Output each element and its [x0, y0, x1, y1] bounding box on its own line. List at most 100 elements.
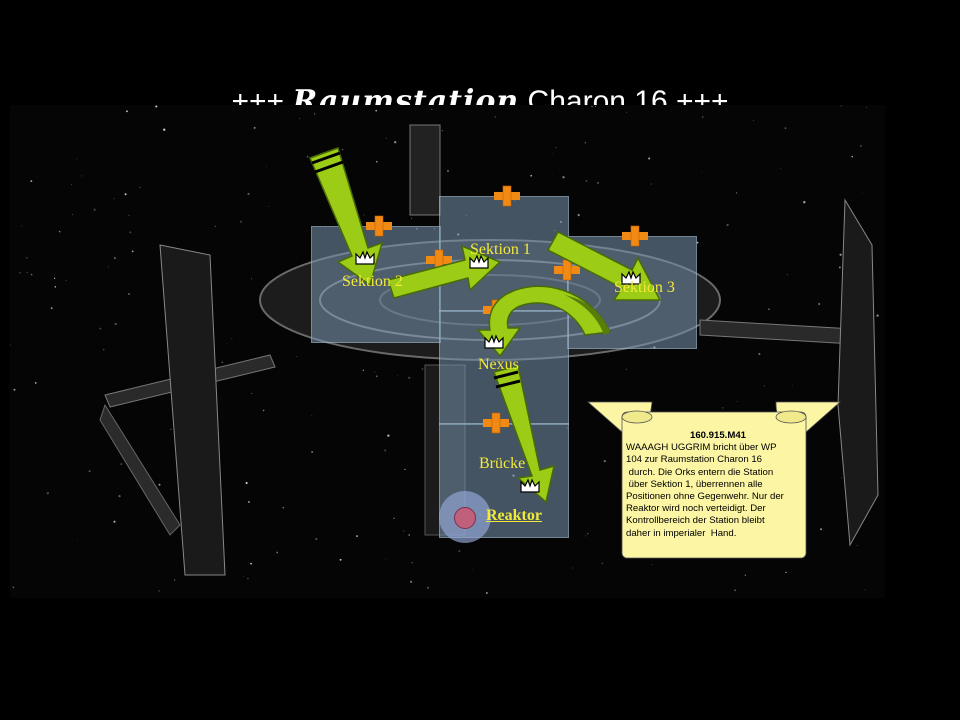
star: [296, 356, 298, 357]
star: [339, 558, 342, 561]
imperial-marker-icon: [365, 215, 393, 237]
star: [262, 409, 265, 412]
star: [866, 107, 867, 108]
star: [597, 182, 599, 184]
star: [562, 176, 565, 179]
star: [93, 208, 96, 211]
star: [265, 165, 267, 167]
star: [71, 184, 73, 185]
star: [71, 213, 73, 215]
star: [282, 506, 285, 509]
star: [139, 186, 141, 189]
star: [591, 105, 593, 108]
star: [226, 342, 228, 344]
star: [394, 141, 397, 144]
star: [163, 128, 166, 131]
label-sektion-2: Sektion 2: [342, 273, 403, 290]
star: [58, 230, 61, 233]
report-line: 104 zur Raumstation Charon 16: [626, 454, 762, 466]
star: [128, 214, 130, 217]
star: [127, 292, 131, 296]
star: [458, 549, 461, 553]
star: [726, 223, 729, 227]
star: [408, 534, 411, 536]
report-date: 160.915.M41: [689, 430, 746, 441]
star: [555, 146, 557, 149]
star: [81, 175, 82, 177]
star: [446, 169, 450, 172]
star: [21, 225, 23, 227]
star: [19, 271, 22, 274]
ork-attack-arrow: [493, 365, 556, 504]
star: [530, 174, 533, 177]
star: [841, 477, 842, 479]
star: [341, 148, 344, 151]
star: [839, 253, 842, 256]
star: [384, 449, 387, 452]
star: [393, 517, 395, 520]
imperial-marker-icon: [493, 185, 521, 207]
star: [768, 308, 770, 310]
star: [174, 579, 176, 581]
star: [25, 256, 28, 259]
report-line: Kontrollbereich der Station bleibt: [626, 515, 765, 527]
star: [118, 494, 121, 498]
star: [411, 561, 414, 564]
star: [362, 369, 364, 371]
star: [385, 558, 387, 560]
star: [421, 368, 424, 370]
star: [214, 225, 216, 228]
star: [784, 127, 787, 130]
report-line: über Sektion 1, überrennen alle: [626, 478, 763, 490]
imperial-marker-icon: [621, 225, 649, 247]
star: [626, 368, 627, 370]
star: [577, 213, 580, 217]
star: [585, 180, 588, 182]
star: [441, 130, 443, 132]
star: [859, 144, 862, 147]
reactor-core-icon: [454, 507, 476, 529]
star: [54, 286, 57, 288]
star: [145, 399, 147, 401]
star: [411, 217, 413, 219]
star: [758, 352, 761, 356]
star: [551, 174, 553, 176]
star: [494, 116, 496, 118]
star: [245, 481, 248, 485]
star: [113, 198, 115, 200]
report-line: daher in imperialer Hand.: [626, 527, 737, 539]
star: [584, 142, 587, 144]
star: [250, 562, 252, 565]
star: [721, 407, 724, 409]
star: [763, 385, 766, 387]
star: [701, 116, 704, 118]
star: [626, 111, 627, 113]
reaktor-link[interactable]: Reaktor: [486, 507, 542, 524]
star: [426, 586, 430, 589]
star: [77, 539, 78, 540]
star: [696, 241, 699, 244]
star: [251, 393, 253, 395]
star: [584, 535, 586, 537]
star: [243, 576, 244, 577]
star: [785, 571, 787, 574]
star: [158, 590, 160, 592]
star: [276, 551, 279, 554]
label-sektion-1: Sektion 1: [470, 241, 531, 258]
star: [46, 492, 49, 495]
star: [306, 155, 309, 158]
star: [840, 105, 842, 107]
star: [595, 105, 596, 107]
star: [231, 338, 233, 340]
star: [431, 109, 433, 111]
star: [53, 277, 56, 280]
star: [601, 562, 603, 564]
star: [820, 528, 822, 531]
star: [221, 361, 224, 364]
star: [26, 272, 28, 274]
star: [267, 596, 269, 598]
star: [856, 544, 858, 547]
star: [13, 388, 16, 391]
star: [155, 105, 158, 108]
